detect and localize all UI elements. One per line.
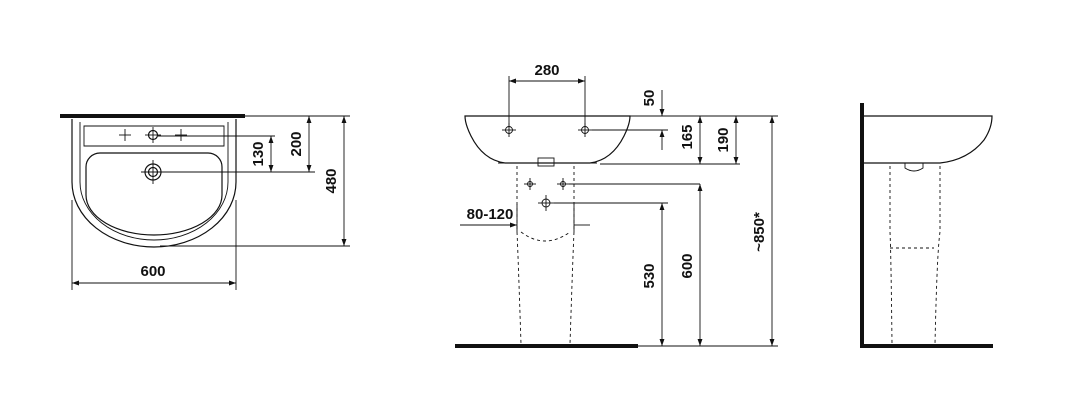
front-basin-outline (464, 115, 631, 164)
side-view (860, 103, 993, 348)
dim-50-label: 50 (641, 90, 658, 107)
dim-530-label: 530 (641, 263, 658, 288)
basin-outline (71, 119, 237, 248)
bowl-outline (85, 152, 223, 236)
top-view: 600 130 200 480 (60, 114, 350, 290)
waste-outlet (537, 157, 555, 167)
tap-hole-right (175, 129, 187, 141)
width-label: 600 (140, 263, 165, 280)
basin-inner-rim (79, 122, 229, 241)
tap-hole-center (145, 127, 161, 143)
side-pedestal (889, 166, 941, 345)
drain-offset-label: 80-120 (467, 206, 514, 223)
dim-190-label: 190 (715, 127, 732, 152)
supply-point-right (557, 178, 569, 190)
dim-130-label: 130 (250, 141, 267, 166)
dim-600-label: 600 (679, 253, 696, 278)
total-height-label: ~850* (751, 212, 768, 252)
side-basin-outline (864, 115, 993, 164)
pedestal-hidden (516, 166, 575, 345)
waste-point (538, 195, 554, 211)
tap-spacing-label: 280 (534, 62, 559, 79)
supply-point-left (524, 178, 536, 190)
dim-165-label: 165 (679, 124, 696, 149)
tap-hole-left (119, 129, 131, 141)
depth-label: 480 (323, 168, 340, 193)
tap-deck (83, 125, 225, 147)
dim-200-label: 200 (288, 131, 305, 156)
front-view: 280 50 165 190 530 600 ~850* 80-120 (455, 62, 778, 348)
